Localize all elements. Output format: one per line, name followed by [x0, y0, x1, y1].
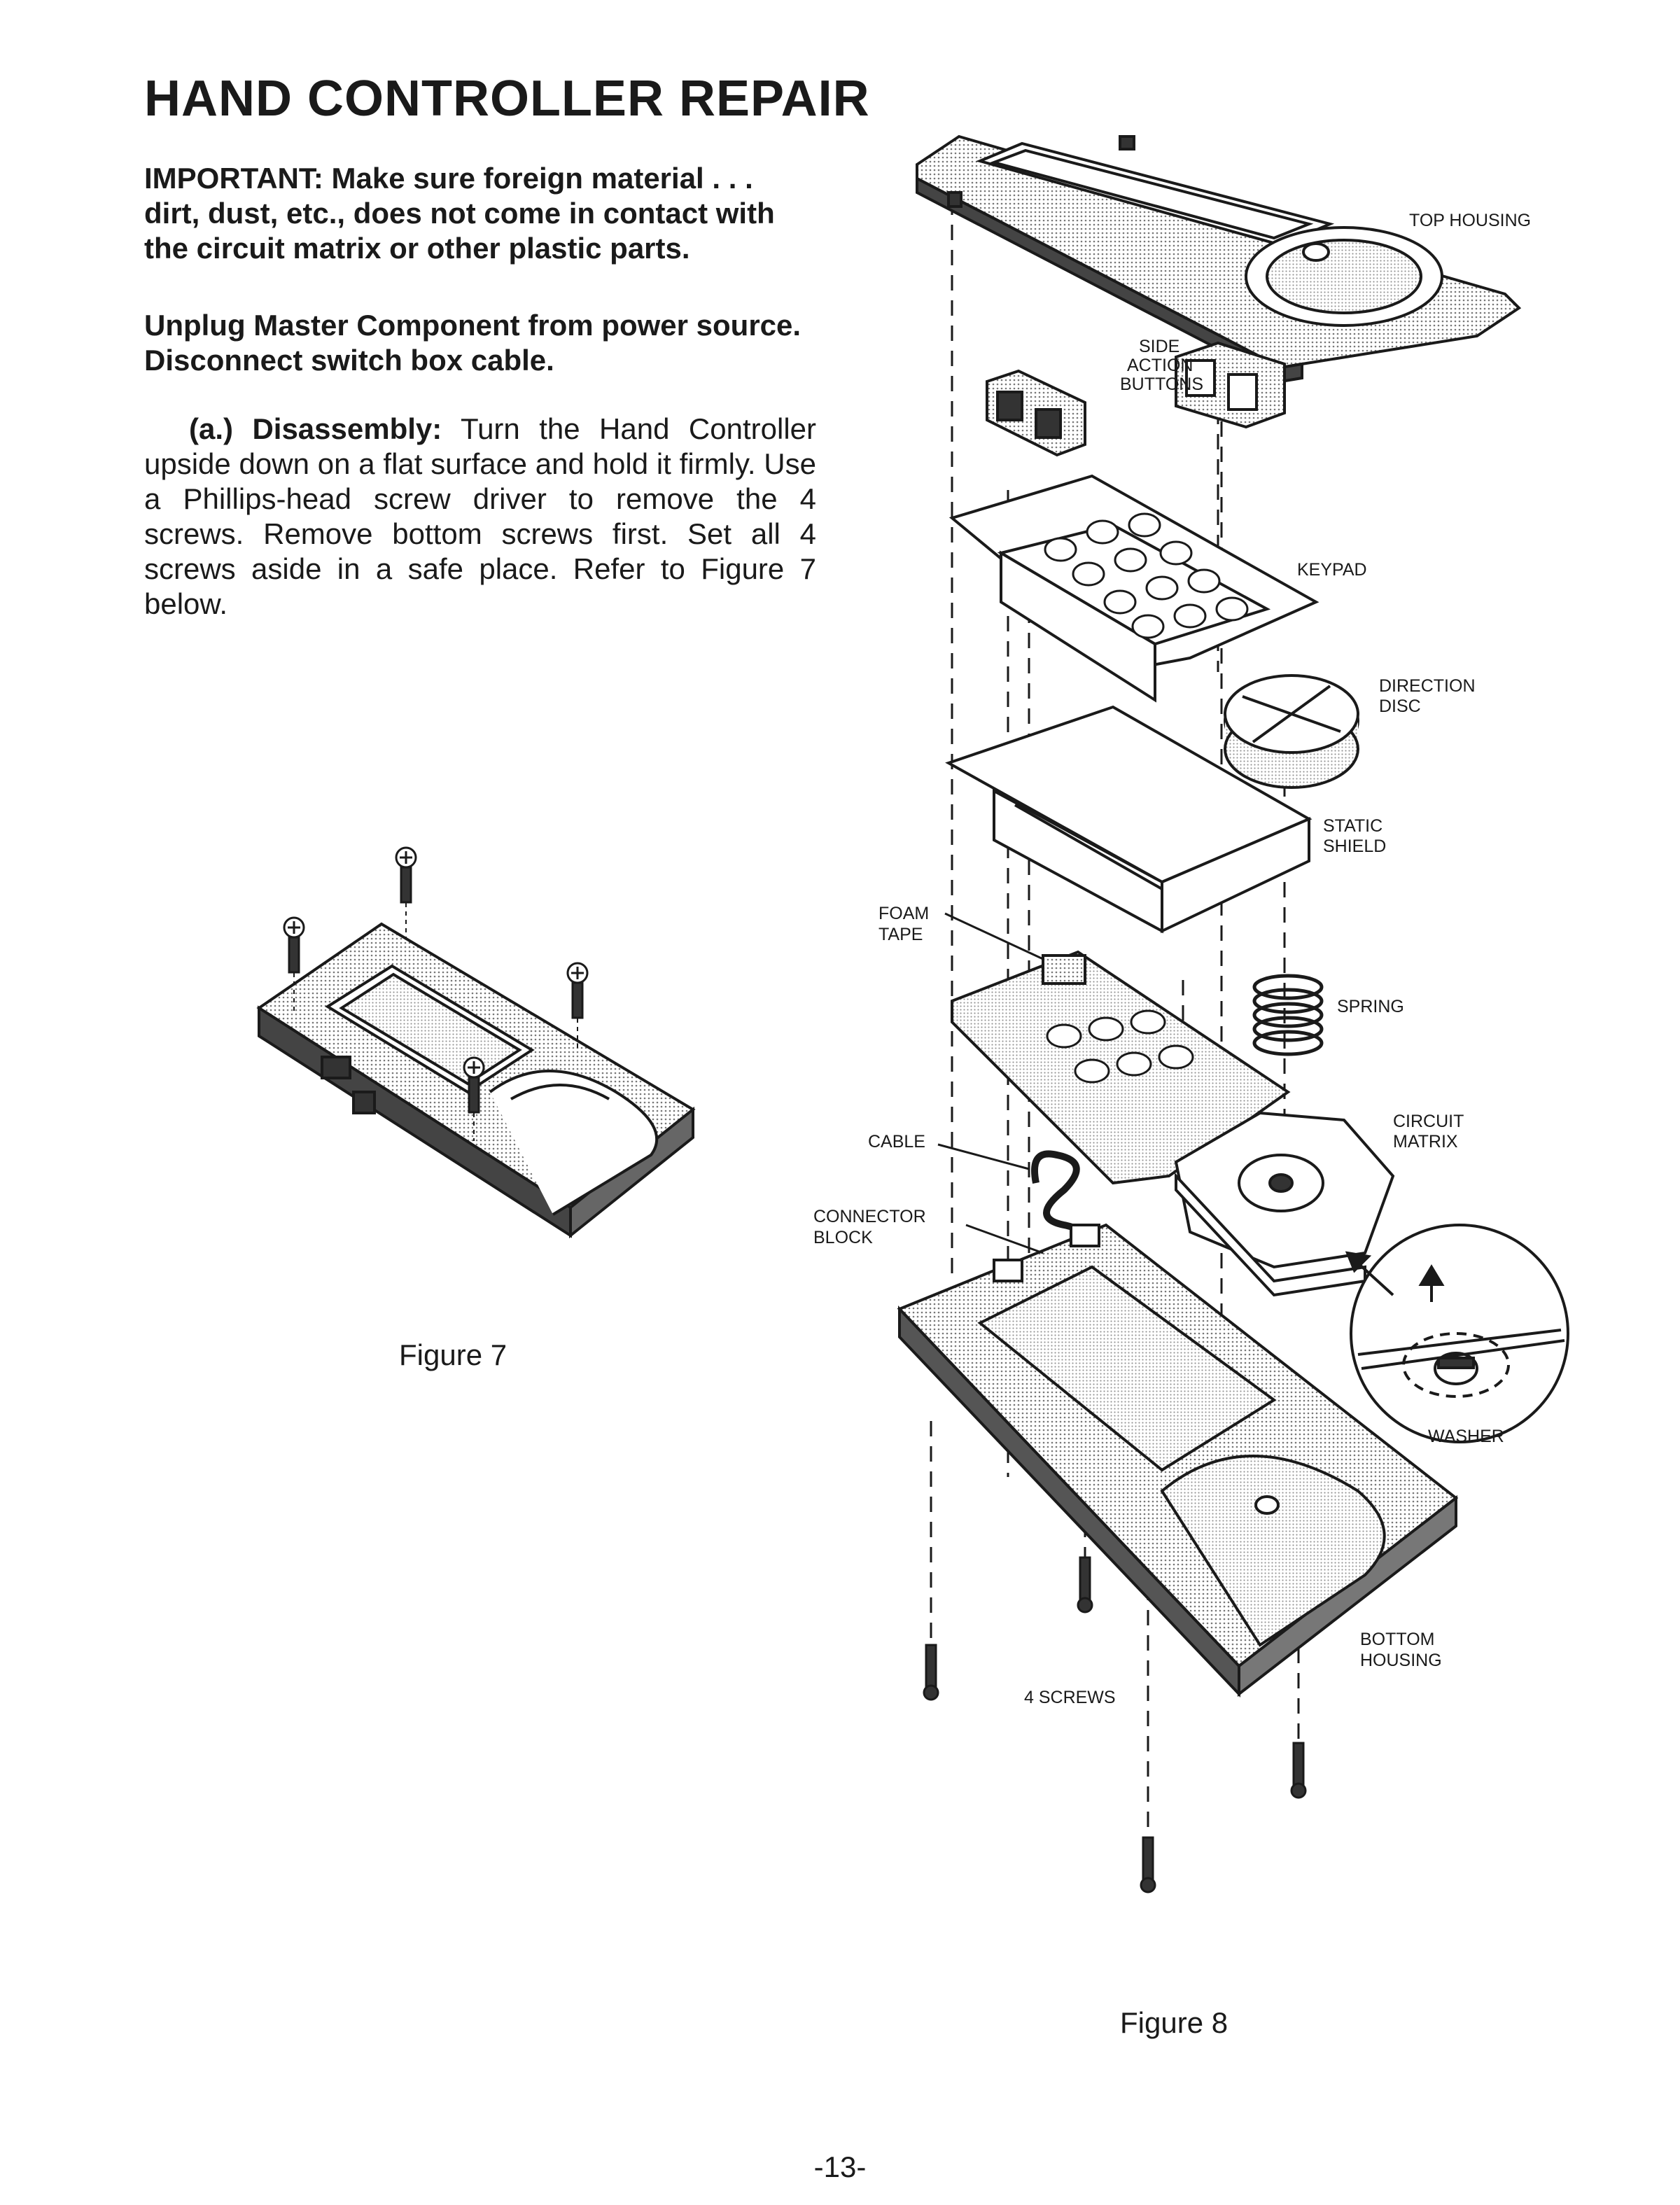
label-direction-disc-1: DIRECTION	[1379, 676, 1476, 696]
alignment-guides	[930, 200, 1300, 1827]
screw-icon	[395, 846, 417, 904]
label-bottom-housing-2: HOUSING	[1360, 1651, 1442, 1670]
label-top-housing: TOP HOUSING	[1409, 211, 1531, 230]
direction-disc	[1224, 674, 1359, 789]
figure-8-screws	[923, 1556, 1307, 1893]
cable	[1031, 1150, 1090, 1256]
screw-icon	[463, 1056, 485, 1114]
label-direction-disc-2: DISC	[1379, 696, 1421, 716]
label-foam-tape-1: FOAM	[878, 904, 929, 923]
label-static-shield-1: STATIC	[1323, 816, 1382, 836]
spring	[1252, 974, 1324, 1056]
keypad-buttons	[1044, 512, 1249, 639]
label-connector-block-1: CONNECTOR	[813, 1207, 926, 1226]
label-side-action-2: ACTION	[1127, 356, 1193, 375]
label-washer: WASHER	[1428, 1427, 1504, 1446]
label-foam-tape-2: TAPE	[878, 925, 923, 944]
label-four-screws: 4 SCREWS	[1024, 1688, 1116, 1707]
figure-7-screws	[283, 846, 589, 1114]
label-spring: SPRING	[1337, 997, 1404, 1016]
label-circuit-matrix-1: CIRCUIT	[1393, 1112, 1464, 1131]
page-number: -13-	[813, 2150, 867, 2183]
disassembly-paragraph: (a.) Disassembly: Turn the Hand Controll…	[144, 412, 816, 622]
screw-icon	[923, 1644, 939, 1701]
label-bottom-housing-1: BOTTOM	[1360, 1630, 1434, 1649]
disassembly-text: Turn the Hand Controller upside down on …	[144, 412, 816, 620]
screw-icon	[1077, 1556, 1093, 1614]
screw-icon	[1140, 1836, 1156, 1893]
side-action-buttons	[986, 341, 1286, 457]
label-circuit-matrix-2: MATRIX	[1393, 1132, 1458, 1152]
page-title: HAND CONTROLLER REPAIR	[144, 71, 870, 127]
static-shield	[945, 705, 1312, 934]
label-static-shield-2: SHIELD	[1323, 836, 1386, 856]
figure-8-labels: TOP HOUSING SIDE ACTION BUTTONS KEYPAD D…	[813, 211, 1531, 1707]
disassembly-lead: (a.) Disassembly:	[189, 412, 442, 445]
keypad	[948, 474, 1320, 703]
figure-8-caption: Figure 8	[1120, 2006, 1228, 2039]
screw-icon	[283, 916, 305, 974]
arrow-icon	[1345, 1251, 1445, 1302]
screw-icon	[566, 962, 589, 1019]
bottom-housing	[897, 1223, 1459, 1698]
label-cable: CABLE	[868, 1132, 925, 1152]
label-side-action-3: BUTTONS	[1120, 374, 1203, 394]
label-keypad: KEYPAD	[1297, 560, 1367, 580]
washer-detail	[1350, 1224, 1569, 1443]
label-side-action-1: SIDE	[1139, 337, 1180, 356]
figure-7-controller	[256, 922, 696, 1239]
screw-icon	[1290, 1742, 1307, 1799]
label-connector-block-2: BLOCK	[813, 1228, 873, 1247]
circuit-matrix	[951, 950, 1395, 1297]
figure-7-caption: Figure 7	[399, 1338, 507, 1371]
important-notice: IMPORTANT: Make sure foreign material . …	[144, 162, 775, 265]
unplug-instruction: Unplug Master Component from power sourc…	[144, 309, 802, 377]
top-housing	[916, 134, 1522, 384]
